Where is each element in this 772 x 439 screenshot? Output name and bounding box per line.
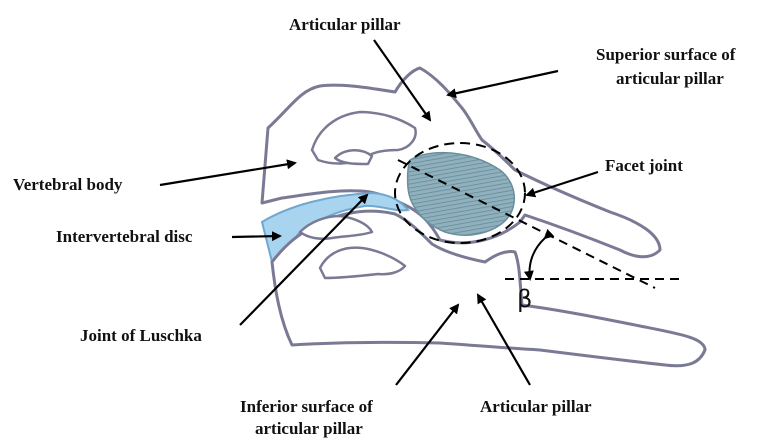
label-facet-joint: Facet joint <box>605 156 683 175</box>
arrow-intervertebral-disc <box>232 236 280 237</box>
label-inferior-surface-2: articular pillar <box>255 419 363 438</box>
label-superior-surface-2: articular pillar <box>616 69 724 88</box>
label-joint-of-luschka: Joint of Luschka <box>80 326 202 345</box>
label-articular-pillar-bottom: Articular pillar <box>480 397 592 416</box>
label-inferior-surface-1: Inferior surface of <box>240 397 373 416</box>
label-articular-pillar-top: Articular pillar <box>289 15 401 34</box>
label-vertebral-body: Vertebral body <box>13 175 123 194</box>
label-beta-angle: β <box>517 285 532 313</box>
arrow-superior-surface <box>448 71 558 95</box>
beta-angle-arc <box>530 238 545 279</box>
label-superior-surface-1: Superior surface of <box>596 45 736 64</box>
label-intervertebral-disc: Intervertebral disc <box>56 227 193 246</box>
